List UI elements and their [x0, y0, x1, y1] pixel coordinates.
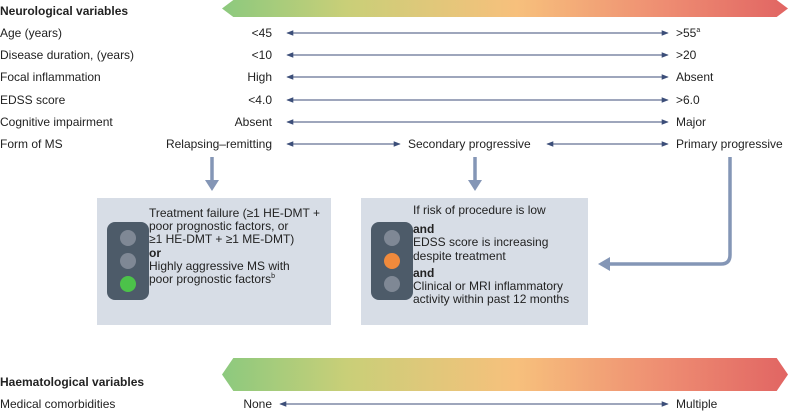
footnote-b: b [271, 273, 275, 281]
lamp-green-off [384, 276, 400, 292]
treatment-failure-text: Treatment failure (≥1 HE-DMT + poor prog… [149, 206, 320, 287]
duration-left-value: <10 [251, 48, 272, 62]
row-label-edss: EDSS score [0, 93, 66, 107]
neuro-gradient-bar [222, 0, 788, 17]
lamp-green-lit [120, 276, 136, 292]
age-right-text: >55 [676, 26, 697, 40]
row-label-cognitive: Cognitive impairment [0, 115, 113, 129]
haem-gradient-bar [222, 358, 788, 391]
lamp-amber-lit [384, 253, 400, 269]
cognitive-left-value: Absent [234, 115, 272, 129]
haem-heading: Haematological variables [0, 375, 145, 389]
traffic-light-right [371, 222, 413, 300]
box-left-line-5-wrap: poor prognostic factorsb [149, 272, 320, 287]
row-label-form: Form of MS [0, 137, 63, 151]
footnote-a: a [696, 27, 701, 34]
row-label-duration: Disease duration, (years) [0, 48, 135, 62]
inflammation-left-value: High [247, 70, 272, 84]
box-left-line-2: poor prognostic factors, or [149, 219, 289, 234]
neuro-heading: Neurological variables [0, 4, 129, 18]
form-right-value: Primary progressive [676, 137, 783, 151]
age-left-value: <45 [251, 26, 272, 40]
comorbidities-left-value: None [243, 397, 272, 411]
comorbidities-right-value: Multiple [676, 397, 718, 411]
box-right-line-1: If risk of procedure is low [413, 203, 546, 217]
box-right-line-3: despite treatment [413, 248, 506, 263]
box-left-line-4: Highly aggressive MS with [149, 258, 290, 273]
inflammation-right-value: Absent [676, 70, 714, 84]
box-left-or: or [149, 245, 161, 260]
box-left-line-5: poor prognostic factors [149, 272, 272, 287]
procedure-risk-box: If risk of procedure is low and EDSS sco… [361, 198, 588, 325]
procedure-risk-text: If risk of procedure is low and EDSS sco… [413, 203, 570, 307]
edss-right-value: >6.0 [676, 93, 700, 107]
box-right-line-4: Clinical or MRI inflammatory [413, 279, 564, 294]
traffic-light-left [107, 222, 149, 300]
age-right-value: >55a [676, 26, 700, 40]
box-right-and-1: and [413, 222, 435, 237]
row-label-age: Age (years) [0, 26, 63, 40]
cognitive-right-value: Major [676, 115, 707, 129]
lamp-amber-off [120, 253, 136, 269]
connector-primary [610, 157, 732, 266]
lamp-red-off [384, 230, 400, 246]
box-left-line-3: ≥1 HE-DMT + ≥1 ME-DMT) [149, 232, 295, 247]
box-right-line-5: activity within past 12 months [413, 292, 570, 307]
row-label-inflammation: Focal inflammation [0, 70, 101, 84]
edss-left-value: <4.0 [248, 93, 272, 107]
treatment-failure-box: Treatment failure (≥1 HE-DMT + poor prog… [97, 198, 331, 325]
row-label-comorbidities: Medical comorbidities [0, 397, 116, 411]
duration-right-value: >20 [676, 48, 697, 62]
form-left-value: Relapsing–remitting [165, 137, 272, 151]
connector-primary-head [598, 257, 610, 271]
box-right-line-2: EDSS score is increasing [413, 235, 549, 250]
lamp-red-off [120, 230, 136, 246]
connector-relapsing-head [205, 180, 219, 191]
form-middle-value: Secondary progressive [408, 137, 531, 151]
connector-secondary-head [468, 180, 482, 191]
box-right-and-2: and [413, 265, 435, 280]
box-left-line-1: Treatment failure (≥1 HE-DMT + [149, 206, 320, 220]
